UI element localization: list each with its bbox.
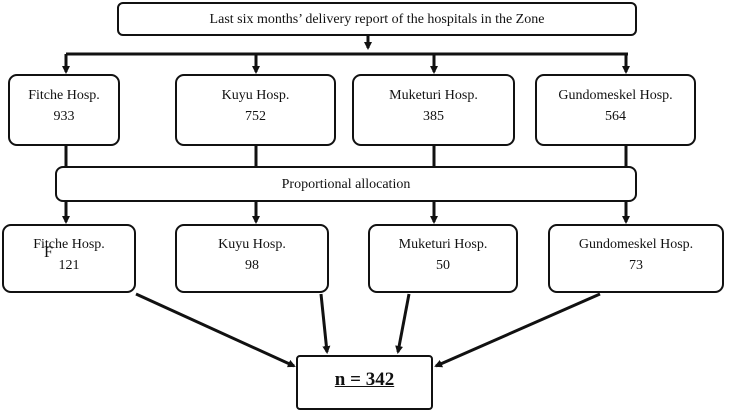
hospital-name: Fitche Hosp.: [28, 88, 100, 103]
hospital-box-gundomeskel: Gundomeskel Hosp. 564: [535, 74, 696, 146]
hospital-deliveries: 752: [245, 109, 266, 124]
hospital-name: Muketuri Hosp.: [389, 88, 478, 103]
arrow-fitche-result: [135, 292, 296, 368]
sample-hospital-name: Gundomeskel Hosp.: [578, 237, 694, 252]
total-sample-box: n = 342: [296, 355, 433, 410]
sample-hospital-name: Muketuri Hosp.: [398, 237, 488, 252]
arrow-kuyu-result: [319, 293, 331, 354]
hospital-name: Gundomeskel Hosp.: [558, 88, 673, 103]
hospital-box-muketuri: Muketuri Hosp. 385: [352, 74, 515, 146]
proportional-allocation-box: Proportional allocation: [55, 166, 637, 202]
delivery-report-title: Last six months’ delivery report of the …: [209, 12, 545, 27]
sample-box-kuyu: Kuyu Hosp. 98: [175, 224, 329, 293]
sample-hospital-name: Fitche Hosp.: [33, 237, 105, 252]
sample-hospital-name: Kuyu Hosp.: [218, 237, 286, 252]
hospital-deliveries: 933: [53, 109, 75, 124]
delivery-report-title-box: Last six months’ delivery report of the …: [117, 2, 637, 36]
arrow-gundomeskel-result: [434, 292, 601, 368]
sample-size: 121: [58, 258, 80, 273]
sample-box-gundomeskel: Gundomeskel Hosp. 73: [548, 224, 724, 293]
sample-box-muketuri: Muketuri Hosp. 50: [368, 224, 518, 293]
arrow-muketuri-result: [395, 293, 411, 354]
proportional-allocation-label: Proportional allocation: [281, 177, 411, 192]
stray-letter: F: [44, 244, 53, 261]
sample-size: 98: [245, 258, 259, 273]
sample-box-fitche: Fitche Hosp. 121: [2, 224, 136, 293]
total-sample-label: n = 342: [334, 369, 395, 390]
sample-size: 73: [629, 258, 643, 273]
hospital-box-kuyu: Kuyu Hosp. 752: [175, 74, 336, 146]
hospital-deliveries: 564: [605, 109, 626, 124]
hospital-box-fitche: Fitche Hosp. 933: [8, 74, 120, 146]
hospital-name: Kuyu Hosp.: [221, 88, 290, 103]
hospital-deliveries: 385: [423, 109, 444, 124]
sample-size: 50: [436, 258, 450, 273]
